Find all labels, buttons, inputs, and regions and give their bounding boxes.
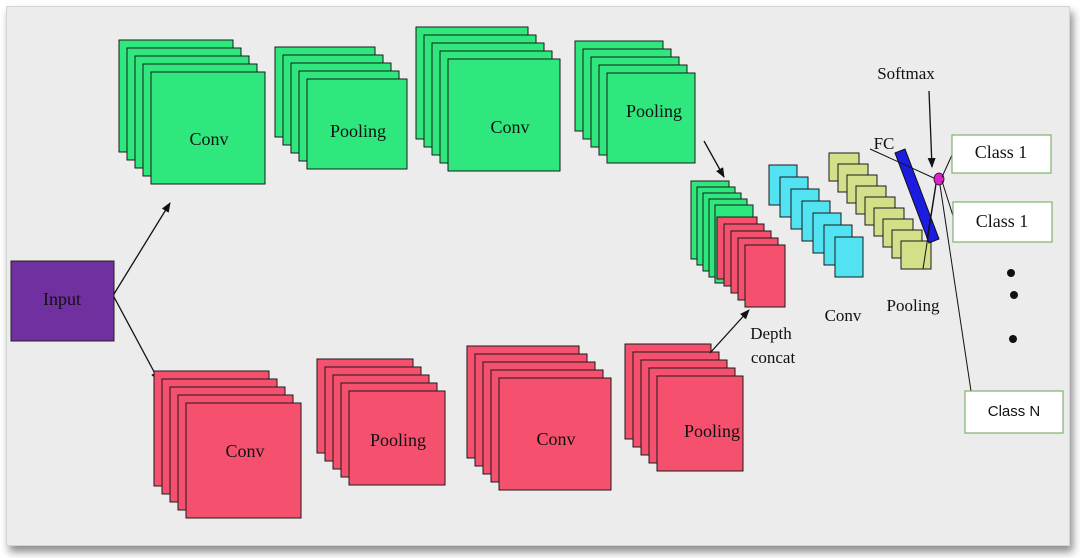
class-1a-label: Class 1 xyxy=(975,142,1028,162)
fc-label: FC xyxy=(874,134,895,153)
class-1a-box xyxy=(951,134,1052,174)
top-pool2-label: Pooling xyxy=(626,101,682,121)
class-n-label: Class N xyxy=(988,403,1041,420)
feature-map-layer xyxy=(150,71,266,185)
feature-map-layer xyxy=(656,375,744,472)
softmax-node xyxy=(933,172,945,186)
class-1b-box xyxy=(952,201,1053,243)
bottom-conv1-label: Conv xyxy=(225,441,264,461)
fc-layer xyxy=(894,148,940,244)
concat-red-stack xyxy=(716,216,786,308)
top-conv2-label: Conv xyxy=(490,117,529,137)
arrow-top-pool-to-concat xyxy=(703,140,725,178)
ellipsis-dot-2 xyxy=(1010,291,1018,299)
arrow-softmax xyxy=(927,90,936,168)
merged-conv-stack xyxy=(768,164,864,278)
arrow-input-to-bottom-conv xyxy=(113,296,160,382)
pool-to-softmax-line xyxy=(922,184,937,270)
softmax-label: Softmax xyxy=(877,64,935,83)
bottom-pool1-stack xyxy=(316,358,446,486)
line-to-class-1b xyxy=(941,180,955,220)
input-label: Input xyxy=(43,289,81,309)
feature-map-layer xyxy=(900,240,932,270)
top-pool1-stack xyxy=(274,46,408,170)
cnn-architecture-diagram: Input Conv Pooling Conv Pooling Conv Poo… xyxy=(10,26,1064,519)
bottom-conv2-label: Conv xyxy=(536,429,575,449)
input-box xyxy=(10,260,115,342)
feature-map-layer xyxy=(447,58,561,172)
depth-concat-label-line2: concat xyxy=(751,348,796,367)
diagram-frame: Input Conv Pooling Conv Pooling Conv Poo… xyxy=(6,6,1070,546)
depth-concat-label-line1: Depth xyxy=(750,324,792,343)
line-to-class-1a xyxy=(941,154,953,178)
class-1b-label: Class 1 xyxy=(976,211,1029,231)
top-conv1-stack xyxy=(118,39,266,185)
merged-pooling-label: Pooling xyxy=(887,296,940,315)
arrow-input-to-top-conv xyxy=(113,202,171,295)
feature-map-layer xyxy=(744,244,786,308)
top-pool2-stack xyxy=(574,40,696,164)
line-to-class-n xyxy=(939,184,972,392)
class-n-box xyxy=(964,390,1064,434)
feature-map-layer xyxy=(306,78,408,170)
bottom-conv1-stack xyxy=(153,370,302,519)
arrow-bottom-pool-to-concat xyxy=(709,309,750,354)
bottom-conv2-stack xyxy=(466,345,612,491)
top-pool1-label: Pooling xyxy=(330,121,386,141)
ellipsis-dot-3 xyxy=(1009,335,1017,343)
bottom-pool2-stack xyxy=(624,343,744,472)
merged-pooling-stack xyxy=(828,152,932,270)
fc-line-top xyxy=(869,148,937,180)
merged-conv-label: Conv xyxy=(825,306,862,325)
top-conv2-stack xyxy=(415,26,561,172)
feature-map-layer xyxy=(834,236,864,278)
feature-map-layer xyxy=(498,377,612,491)
feature-map-layer xyxy=(185,402,302,519)
bottom-pool1-label: Pooling xyxy=(370,430,426,450)
bottom-pool2-label: Pooling xyxy=(684,421,740,441)
feature-map-layer xyxy=(348,390,446,486)
ellipsis-dot-1 xyxy=(1007,269,1015,277)
top-conv1-label: Conv xyxy=(189,129,228,149)
feature-map-layer xyxy=(606,72,696,164)
